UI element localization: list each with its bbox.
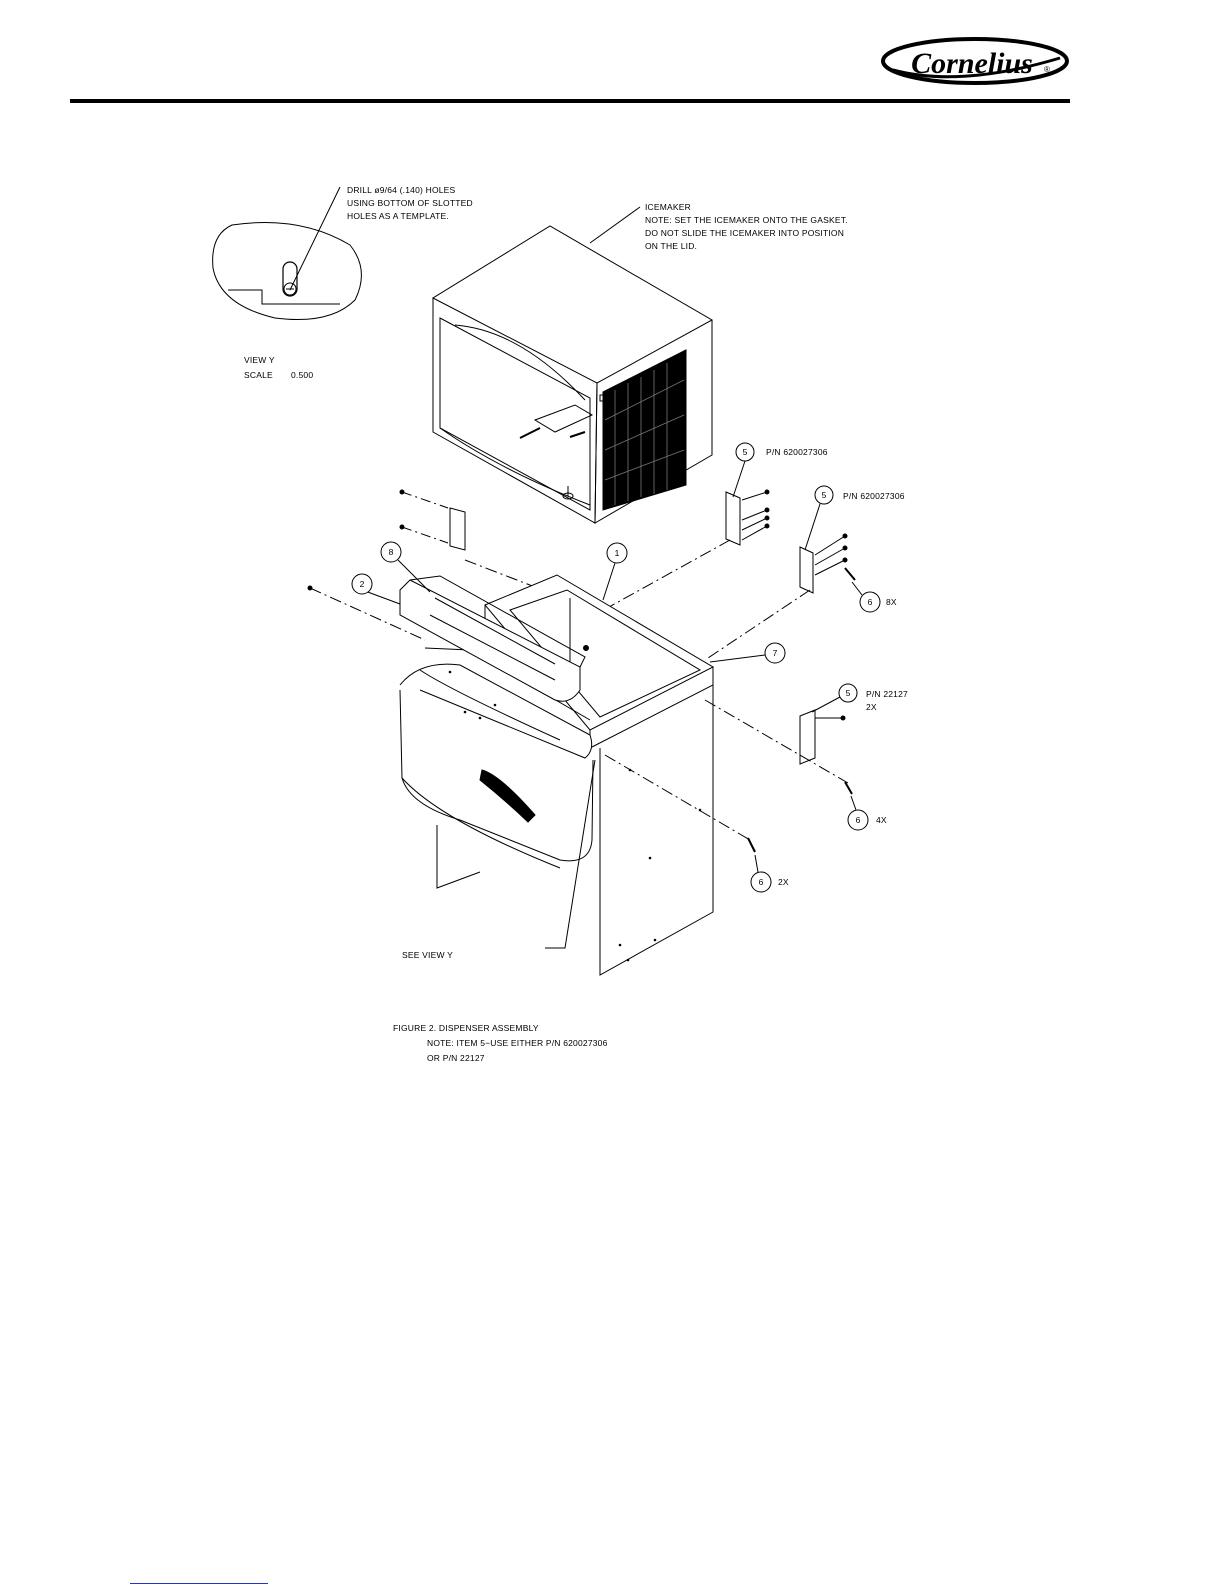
svg-text:5: 5 [846,688,851,698]
svg-text:6: 6 [856,815,861,825]
see-view-y-text: SEE VIEW Y [402,950,453,960]
callout-item8: 8 [380,541,431,593]
figure-caption: FIGURE 2. DISPENSER ASSEMBLY NOTE: ITEM … [393,1023,608,1063]
footer-link-underline[interactable] [130,1583,268,1584]
callout-item5-c-qty: 2X [866,702,877,712]
view-y-note-line-3: HOLES AS A TEMPLATE. [347,211,449,221]
svg-text:1: 1 [615,548,620,558]
view-y-scale-value: 0.500 [291,370,313,380]
callout-item5-a: 5 P/N 620027306 [732,442,828,498]
view-y-title: VIEW Y [244,355,275,365]
logo-text: Cornelius [911,47,1033,80]
callout-item5-b-pn: P/N 620027306 [843,491,905,501]
view-y-note-line-2: USING BOTTOM OF SLOTTED [347,198,473,208]
callout-item5-b: 5 P/N 620027306 [804,485,905,551]
view-y-note-line-1: DRILL ø9/64 (.140) HOLES [347,185,456,195]
header-rule [70,99,1070,103]
callout-item2: 2 [351,573,373,595]
svg-text:5: 5 [822,490,827,500]
logo-registered-mark: ® [1044,65,1050,74]
figure-caption-note-1: NOTE: ITEM 5−USE EITHER P/N 620027306 [427,1038,608,1048]
icemaker-note-line-1: NOTE: SET THE ICEMAKER ONTO THE GASKET. [645,215,848,225]
icemaker-note-line-2: DO NOT SLIDE THE ICEMAKER INTO POSITION [645,228,844,238]
callout-item6-b: 6 4X [847,795,887,831]
callout-item5-c: 5 P/N 22127 2X [811,683,908,713]
icemaker-title: ICEMAKER [645,202,691,212]
callout-item1: 1 [602,542,628,601]
svg-text:7: 7 [773,648,778,658]
callout-item6-c-qty: 2X [778,877,789,887]
svg-text:8: 8 [389,547,394,557]
see-view-y-callout: SEE VIEW Y [402,759,596,960]
view-y-detail: DRILL ø9/64 (.140) HOLES USING BOTTOM OF… [212,185,473,380]
callout-item6-a-qty: 8X [886,597,897,607]
figure-caption-title: FIGURE 2. DISPENSER ASSEMBLY [393,1023,539,1033]
lid-cover [364,575,586,702]
cornelius-logo: Cornelius ® [881,37,1069,85]
icemaker-note-line-3: ON THE LID. [645,241,697,251]
callout-item6-b-qty: 4X [876,815,887,825]
svg-text:6: 6 [868,597,873,607]
view-y-scale-label: SCALE [244,370,273,380]
right-bracket-group [599,489,856,853]
callout-item5-a-pn: P/N 620027306 [766,447,828,457]
svg-text:6: 6 [759,877,764,887]
icemaker-unit: ICEMAKER NOTE: SET THE ICEMAKER ONTO THE… [431,202,848,524]
callout-item6-c: 6 2X [750,854,789,893]
figure-caption-note-2: OR P/N 22127 [427,1053,485,1063]
callout-item6-a: 6 8X [851,581,897,613]
callout-item5-c-pn: P/N 22127 [866,689,908,699]
svg-text:5: 5 [743,447,748,457]
callout-item7: 7 [709,642,786,664]
svg-text:2: 2 [360,579,365,589]
